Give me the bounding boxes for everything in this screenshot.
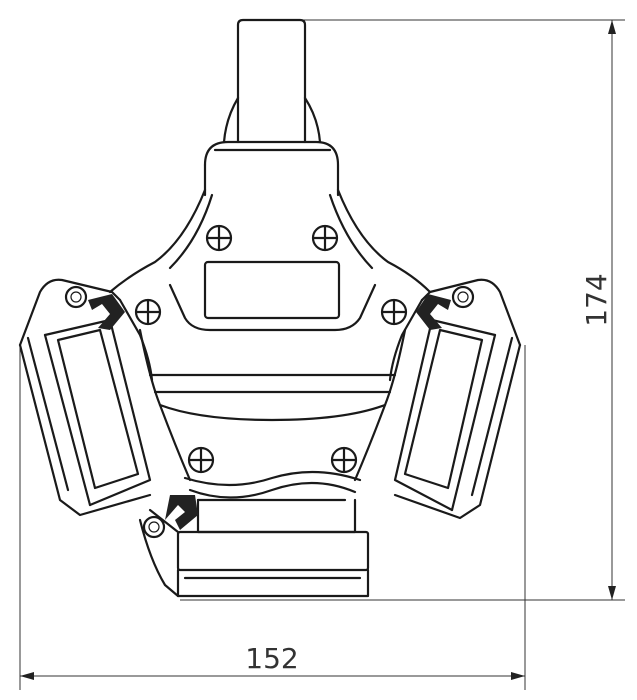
width-dimension: 152 [19,345,526,690]
central-body [108,140,432,502]
label-plate [203,260,341,320]
screw-mid-right [380,298,408,326]
right-socket [388,278,522,520]
screw-top-left [205,224,233,252]
left-hinge [64,285,88,309]
cable-stem [222,18,322,144]
screw-mid-left [134,298,162,326]
height-dimension-label: 174 [580,273,613,326]
width-dimension-label: 152 [245,642,298,675]
screw-bottom-left [187,446,215,474]
right-hinge [451,285,475,309]
bottom-socket [138,495,370,598]
bottom-hinge [142,515,166,539]
height-dimension: 174 [180,19,625,601]
left-socket [18,278,154,517]
screw-top-right [311,224,339,252]
screw-bottom-right [330,446,358,474]
